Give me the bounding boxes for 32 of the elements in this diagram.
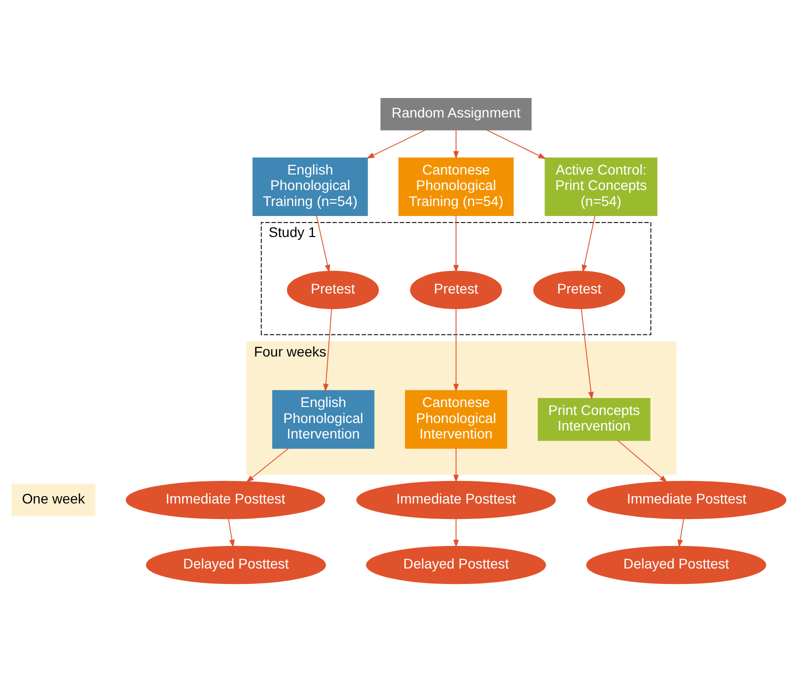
arrow <box>323 308 332 392</box>
node-ellipse: Immediate Posttest <box>586 480 786 520</box>
node-box: One week <box>11 484 96 516</box>
arrow <box>366 130 426 159</box>
node-ellipse: Pretest <box>286 270 379 310</box>
node-ellipse: Delayed Posttest <box>366 546 546 584</box>
node-ellipse: Delayed Posttest <box>586 546 766 584</box>
arrow <box>246 448 289 483</box>
node-box: Print Concepts Intervention <box>538 398 650 441</box>
node-ellipse: Immediate Posttest <box>356 480 556 520</box>
arrow <box>228 518 235 548</box>
arrow <box>486 130 546 160</box>
node-ellipse: Pretest <box>533 270 626 310</box>
node-box: English Phonological Training (n=54) <box>252 157 368 216</box>
arrow <box>617 440 668 483</box>
node-box: English Phonological Intervention <box>272 390 374 449</box>
arrow <box>677 518 684 548</box>
arrow <box>453 308 459 392</box>
arrow <box>580 308 594 400</box>
node-box: Cantonese Phonological Training (n=54) <box>398 157 514 216</box>
node-box: Random Assignment <box>380 98 532 130</box>
node-box: Active Control: Print Concepts (n=54) <box>544 157 658 216</box>
node-ellipse: Pretest <box>410 270 502 310</box>
node-ellipse: Immediate Posttest <box>126 480 326 520</box>
arrow <box>453 215 459 273</box>
arrow <box>582 215 596 273</box>
arrow <box>453 448 459 483</box>
node-ellipse: Delayed Posttest <box>146 546 326 584</box>
arrow <box>453 130 459 160</box>
node-box: Cantonese Phonological Intervention <box>404 390 508 449</box>
arrow <box>316 215 330 273</box>
arrow <box>453 518 459 548</box>
